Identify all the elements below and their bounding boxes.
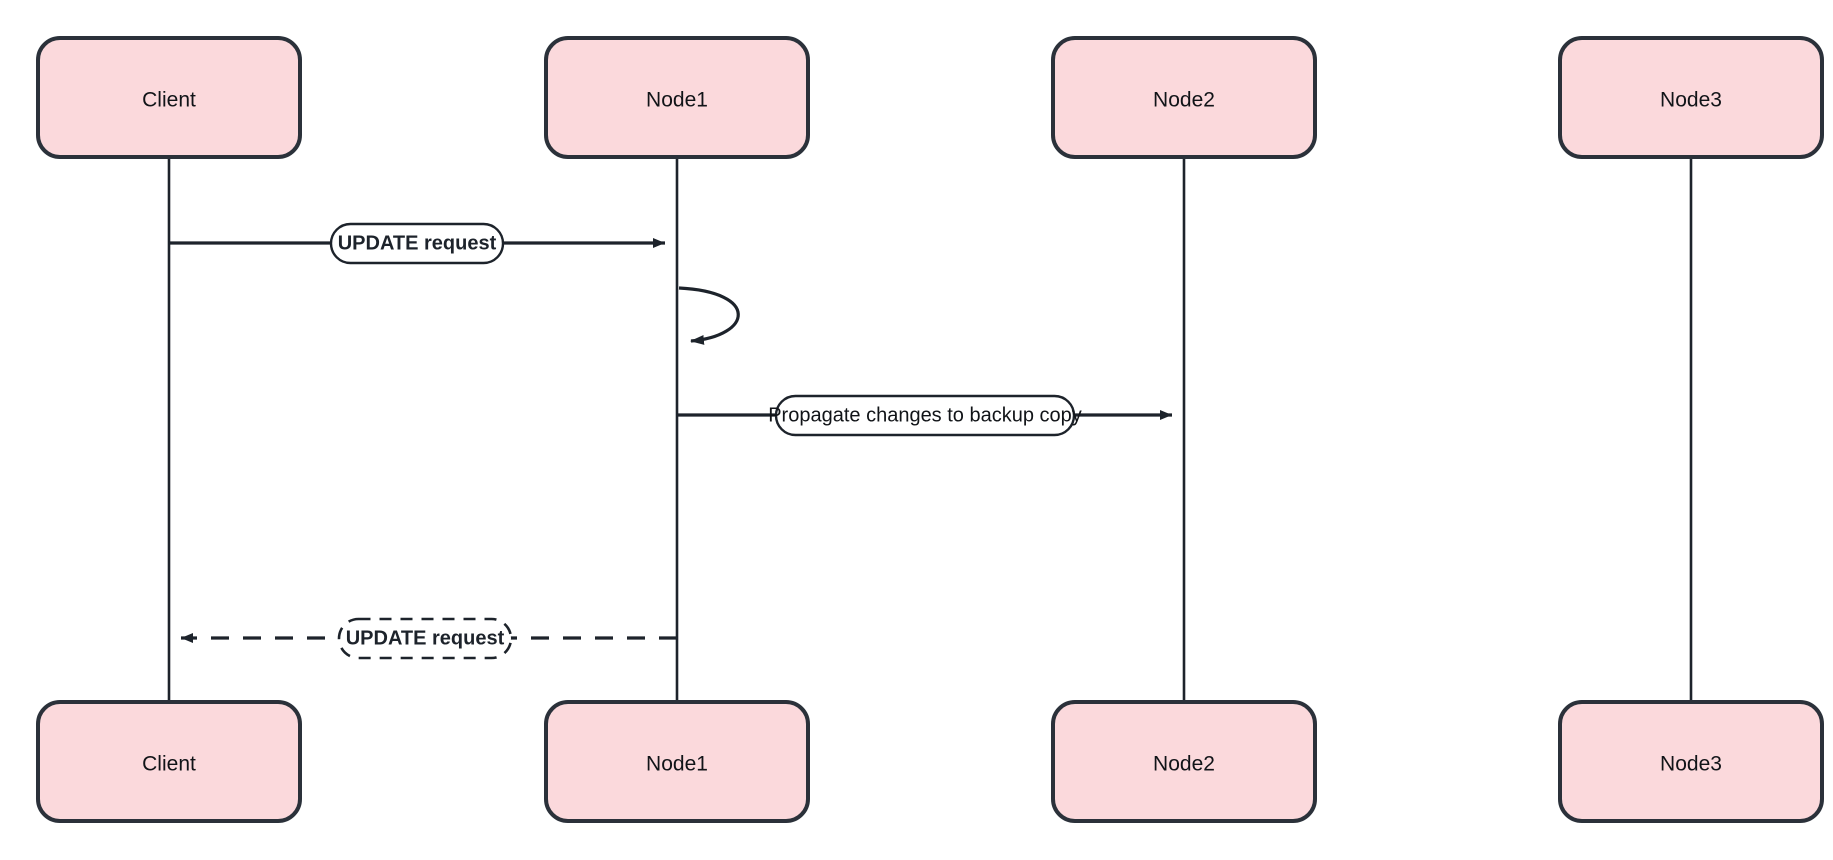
message-update-response[interactable]: UPDATE request [181,617,677,660]
message-propagate-changes[interactable]: Propagate changes to backup copy [677,394,1172,437]
actor-boxes-bottom: Client Node1 Node2 Node3 [36,700,1824,823]
actor-label-node1-top: Node1 [646,89,708,112]
lifelines-group [167,157,1693,702]
actor-box-node3-top[interactable]: Node3 [1558,36,1824,159]
actor-box-node1-top[interactable]: Node1 [544,36,810,159]
actor-box-node1-bottom[interactable]: Node1 [544,700,810,823]
actor-box-shape [36,700,302,823]
actor-label-node3-top: Node3 [1660,89,1722,112]
message-update-request[interactable]: UPDATE request [169,222,665,265]
actor-box-shape [544,36,810,159]
actor-box-client-top[interactable]: Client [36,36,302,159]
actor-box-node2-top[interactable]: Node2 [1051,36,1317,159]
actor-box-shape [544,700,810,823]
actor-box-shape [1558,700,1824,823]
actor-box-shape [1558,36,1824,159]
message-label-update-request: UPDATE request [338,232,497,254]
actor-box-node2-bottom[interactable]: Node2 [1051,700,1317,823]
message-self-loop-node1[interactable] [678,286,740,345]
actor-box-shape [36,36,302,159]
actor-box-shape [1051,36,1317,159]
self-loop-path [678,286,740,345]
actor-box-node3-bottom[interactable]: Node3 [1558,700,1824,823]
message-label-pill [329,222,505,265]
actor-box-client-bottom[interactable]: Client [36,700,302,823]
actor-label-node2-top: Node2 [1153,89,1215,112]
actor-boxes-top: Client Node1 Node2 Node3 [36,36,1824,159]
message-label-propagate-changes: Propagate changes to backup copy [768,404,1082,426]
actor-box-shape [1051,700,1317,823]
message-label-pill [774,394,1076,437]
message-label-pill [337,617,513,660]
actor-label-node1-bottom: Node1 [646,753,708,776]
actor-label-client-top: Client [142,89,196,112]
message-label-update-response: UPDATE request [346,627,505,649]
actor-label-node2-bottom: Node2 [1153,753,1215,776]
actor-label-client-bottom: Client [142,753,196,776]
actor-label-node3-bottom: Node3 [1660,753,1722,776]
